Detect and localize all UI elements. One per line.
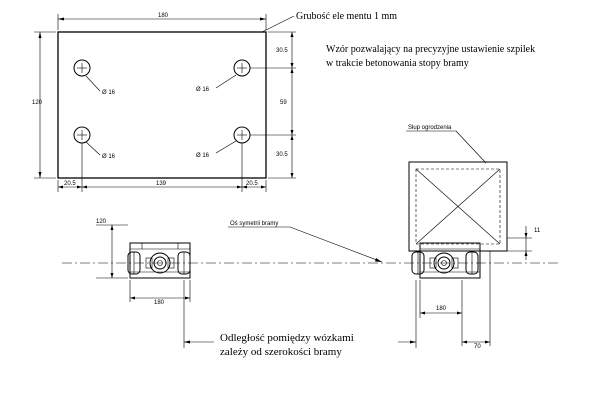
description-line-2: w trakcie betonowania stopy bramy [326, 58, 469, 69]
left-cart-height-dim: 120 [96, 219, 107, 225]
hole-top-left [73, 59, 91, 77]
left-cart: 120 180 [96, 219, 191, 306]
hole-bottom-right [233, 126, 251, 144]
post-gap-dim: 11 [534, 228, 541, 234]
right-offset-dim: 70 [474, 344, 481, 350]
edge-top-dim: 30.5 [276, 48, 288, 54]
distance-label-line-1: Odległość pomiędzy wózkami [220, 332, 354, 344]
edge-bottom-dim: 30.5 [276, 152, 288, 158]
gate-axis-label: Oś symetrii bramy [230, 221, 278, 227]
hole-diameter-label-2: Ø 16 [196, 87, 210, 93]
hole-diameter-label-1: Ø 16 [102, 90, 116, 96]
right-post-assembly: Słup ogrodzenia 11 180 7 [406, 125, 541, 350]
distance-label-line-2: zależy od szerokości bramy [220, 346, 342, 358]
hole-diameter-label-3: Ø 16 [102, 154, 116, 160]
hole-spacing-y-dim: 59 [280, 100, 287, 106]
edge-left-dim: 20.5 [64, 181, 76, 187]
right-cart-width-dim: 180 [436, 306, 447, 312]
hole-bottom-left [73, 126, 91, 144]
mounting-plate-top-view: Ø 16 Ø 16 Ø 16 Ø 16 180 Grubość ele ment… [32, 11, 397, 192]
edge-right-dim: 20.5 [246, 181, 258, 187]
left-cart-width-dim: 180 [154, 300, 165, 306]
plate-width-dim: 180 [158, 13, 169, 19]
post-outline [408, 161, 508, 252]
hole-top-right [233, 59, 251, 77]
plate-height-dim: 120 [32, 100, 43, 106]
hole-diameter-label-4: Ø 16 [196, 153, 210, 159]
post-label: Słup ogrodzenia [408, 125, 452, 131]
description-line-1: Wzór pozwalający na precyzyjne ustawieni… [326, 44, 535, 55]
plate-outline [57, 31, 267, 179]
thickness-label: Grubość ele mentu 1 mm [296, 11, 397, 22]
hole-spacing-x-dim: 139 [156, 181, 167, 187]
